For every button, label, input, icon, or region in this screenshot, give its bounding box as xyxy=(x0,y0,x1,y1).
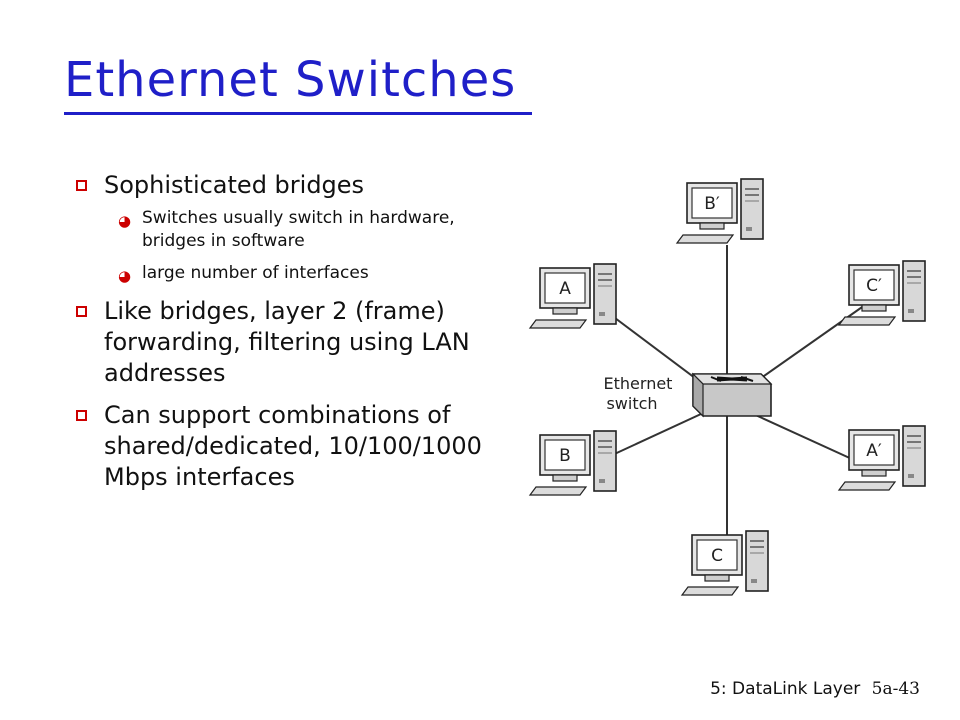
bullet-item: Can support combinations of shared/dedic… xyxy=(76,400,516,493)
host-c-prime: C′ xyxy=(838,260,926,326)
sub-bullet-item: ◕ Switches usually switch in hardware, b… xyxy=(102,207,516,253)
footer-chapter: 5: DataLink Layer xyxy=(710,679,861,699)
svg-text:B′: B′ xyxy=(704,194,720,214)
host-b-prime: B′ xyxy=(676,178,764,244)
host-b: B xyxy=(529,430,617,496)
svg-text:A: A xyxy=(559,279,571,299)
slide-footer: 5: DataLink Layer 5a-43 xyxy=(710,679,920,699)
switch-label-line2: switch xyxy=(606,394,657,413)
bullet-item: Like bridges, layer 2 (frame) forwarding… xyxy=(76,296,516,389)
sub-bullet-text: large number of interfaces xyxy=(142,263,369,283)
bullet-text: Like bridges, layer 2 (frame) forwarding… xyxy=(104,297,470,387)
host-a: A xyxy=(529,263,617,329)
bullet-list: Sophisticated bridges ◕ Switches usually… xyxy=(76,170,516,504)
sub-bullet-icon: ◕ xyxy=(118,267,132,285)
sub-bullet-list: ◕ Switches usually switch in hardware, b… xyxy=(104,207,516,285)
host-a-prime: A′ xyxy=(838,425,926,491)
switch-label-line1: Ethernet xyxy=(604,374,673,393)
svg-text:B: B xyxy=(559,446,571,466)
sub-bullet-text: Switches usually switch in hardware, bri… xyxy=(142,208,455,251)
svg-text:C′: C′ xyxy=(866,276,882,296)
square-bullet-icon xyxy=(76,410,87,421)
ethernet-switch-diagram: B′ C′ A′ C B A Ethe xyxy=(529,178,926,596)
svg-text:C: C xyxy=(711,546,723,566)
square-bullet-icon xyxy=(76,306,87,317)
svg-text:A′: A′ xyxy=(866,441,882,461)
square-bullet-icon xyxy=(76,180,87,191)
sub-bullet-icon: ◕ xyxy=(118,212,132,230)
sub-bullet-item: ◕ large number of interfaces xyxy=(102,262,516,285)
ethernet-switch xyxy=(691,372,773,418)
bullet-item: Sophisticated bridges ◕ Switches usually… xyxy=(76,170,516,285)
slide-title: Ethernet Switches xyxy=(64,52,517,108)
bullet-text: Sophisticated bridges xyxy=(104,171,365,199)
host-c: C xyxy=(681,530,769,596)
bullet-text: Can support combinations of shared/dedic… xyxy=(104,401,482,491)
footer-page-number: 5a-43 xyxy=(871,679,920,699)
title-underline xyxy=(64,112,532,115)
